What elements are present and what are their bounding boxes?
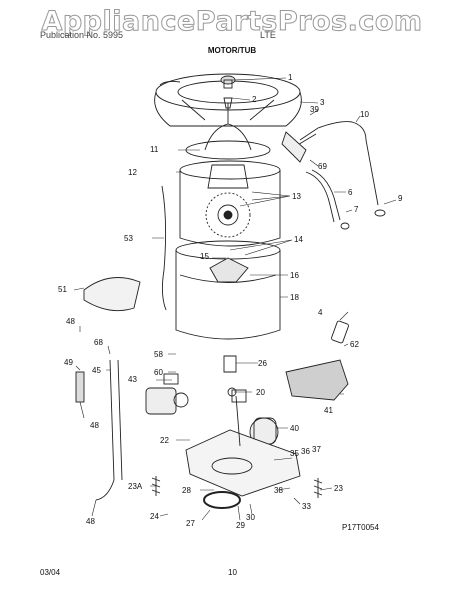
shield-41: [285, 359, 349, 401]
label-30: 30: [246, 513, 255, 522]
diagram-code: P17T0054: [342, 523, 379, 532]
bracket-51: [83, 277, 141, 312]
label-37: 37: [312, 445, 321, 454]
fill-hose: [281, 121, 386, 217]
label-24: 24: [150, 512, 159, 521]
drain-hose: [305, 169, 350, 230]
part-labels: 1 2 3 39 10 11 12 69 13 6 7 9 53 14 15 1…: [58, 73, 403, 532]
label-35: 35: [290, 449, 299, 458]
label-68: 68: [94, 338, 103, 347]
label-13: 13: [292, 192, 301, 201]
label-15: 15: [200, 252, 209, 261]
label-41: 41: [324, 406, 333, 415]
label-18: 18: [290, 293, 299, 302]
label-60: 60: [154, 368, 163, 377]
label-36: 36: [301, 447, 310, 456]
pump-43: [145, 373, 189, 415]
watermark: AppliancePartsPros.com: [41, 6, 423, 38]
label-23: 23: [334, 484, 343, 493]
base-plate: [185, 389, 301, 497]
rod-53: [161, 185, 167, 311]
label-6: 6: [348, 188, 353, 197]
label-28: 28: [182, 486, 191, 495]
label-26: 26: [258, 359, 267, 368]
label-53: 53: [124, 234, 133, 243]
label-45: 45: [92, 366, 101, 375]
label-27: 27: [186, 519, 195, 528]
label-4: 4: [318, 308, 323, 317]
page-number: 10: [228, 568, 237, 577]
label-48-mid: 48: [90, 421, 99, 430]
label-20: 20: [256, 388, 265, 397]
page-title: MOTOR/TUB: [207, 46, 257, 55]
label-14: 14: [294, 235, 303, 244]
label-43: 43: [128, 375, 137, 384]
hose-49-45: [75, 359, 123, 501]
part-4: [331, 320, 349, 344]
label-10: 10: [360, 110, 369, 119]
label-29: 29: [236, 521, 245, 530]
footer-date: 03/04: [40, 568, 61, 577]
label-7: 7: [354, 205, 359, 214]
label-2: 2: [252, 95, 257, 104]
label-58: 58: [154, 350, 163, 359]
label-3: 3: [320, 98, 325, 107]
spring-23: [313, 478, 323, 498]
model-code: LTE: [260, 30, 276, 40]
label-22: 22: [160, 436, 169, 445]
outer-tub: [175, 240, 281, 340]
label-48-bottom: 48: [86, 517, 95, 526]
label-1: 1: [288, 73, 293, 82]
belt-28: [203, 491, 241, 509]
label-39: 39: [310, 105, 319, 114]
label-69: 69: [318, 162, 327, 171]
label-62: 62: [350, 340, 359, 349]
label-38: 38: [274, 486, 283, 495]
label-33: 33: [302, 502, 311, 511]
label-16: 16: [290, 271, 299, 280]
label-11: 11: [150, 145, 159, 154]
label-9: 9: [398, 194, 403, 203]
label-12: 12: [128, 168, 137, 177]
label-51: 51: [58, 285, 67, 294]
leader-lines: [73, 77, 397, 521]
label-49: 49: [64, 358, 73, 367]
label-48-top: 48: [66, 317, 75, 326]
part-26: [223, 355, 237, 373]
agitator: [185, 123, 271, 189]
label-23a: 23A: [128, 482, 143, 491]
label-40: 40: [290, 424, 299, 433]
publication-number: Publication No. 5995: [40, 30, 124, 40]
spin-basket: [179, 160, 281, 247]
